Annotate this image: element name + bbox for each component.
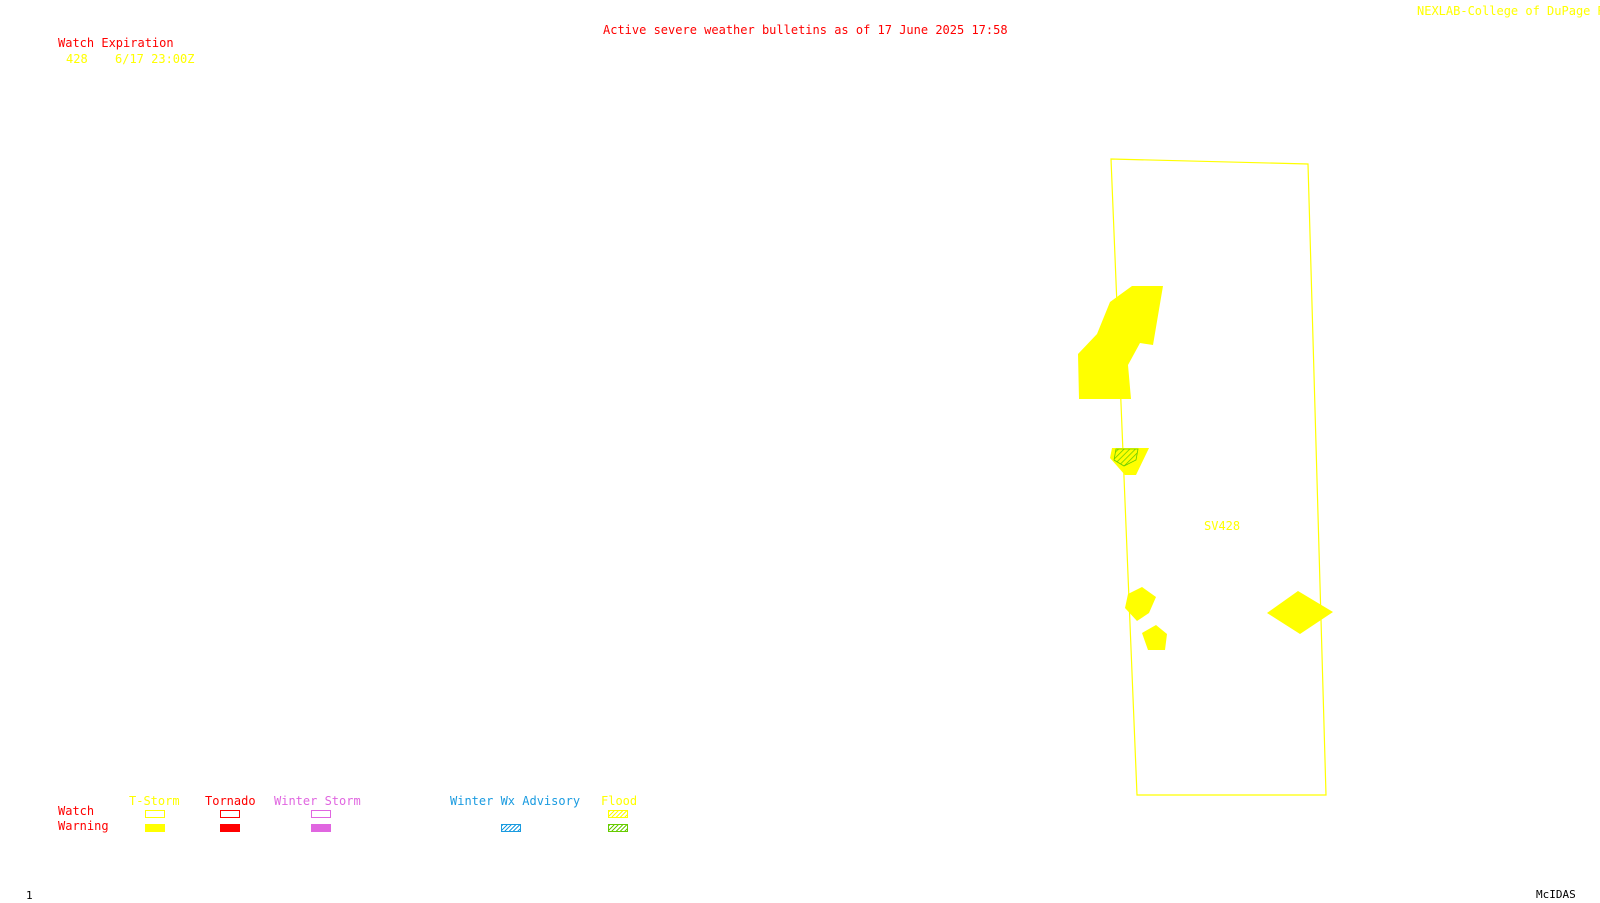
legend-tstorm-watch-swatch bbox=[145, 810, 165, 818]
tstorm-warning-polygon[interactable] bbox=[1142, 625, 1167, 650]
legend-winter-storm-watch-swatch bbox=[311, 810, 331, 818]
legend-winter-wx-advisory-swatch bbox=[501, 824, 521, 832]
watch-number[interactable]: 428 bbox=[66, 52, 88, 66]
tstorm-watch-polygon[interactable] bbox=[1110, 158, 1327, 796]
legend-flood-label: Flood bbox=[601, 794, 638, 808]
watch-expiration-heading: Watch Expiration bbox=[58, 36, 174, 50]
legend-winter-wx-advisory-label: Winter Wx Advisory bbox=[450, 794, 581, 808]
legend-tornado-label: Tornado bbox=[205, 794, 256, 808]
legend-tstorm-label: T-Storm bbox=[129, 794, 180, 808]
legend-row-warning: Warning bbox=[58, 819, 109, 833]
legend-flood-watch-swatch bbox=[608, 810, 628, 818]
flood-warning-polygon[interactable] bbox=[1113, 448, 1139, 467]
legend-winter-storm-label: Winter Storm bbox=[274, 794, 361, 808]
legend-tstorm-warning-swatch bbox=[145, 824, 165, 832]
legend-flood-warning-swatch bbox=[608, 824, 628, 832]
watch-expiration-time: 6/17 23:00Z bbox=[115, 52, 195, 66]
legend-row-watch: Watch bbox=[58, 804, 95, 818]
software-label: McIDAS bbox=[1536, 888, 1576, 901]
page-title: Active severe weather bulletins as of 17… bbox=[603, 23, 1008, 37]
tstorm-warning-polygon[interactable] bbox=[1125, 587, 1156, 621]
watch-polygon-label[interactable]: SV428 bbox=[1204, 519, 1241, 533]
tstorm-warning-polygon[interactable] bbox=[1078, 286, 1163, 399]
legend-winter-storm-warning-swatch bbox=[311, 824, 331, 832]
legend-tornado-watch-swatch bbox=[220, 810, 240, 818]
legend-tornado-warning-swatch bbox=[220, 824, 240, 832]
frame-number: 1 bbox=[26, 889, 33, 902]
tstorm-warning-polygon[interactable] bbox=[1267, 591, 1333, 634]
credit-label: NEXLAB-College of DuPage R bbox=[1417, 4, 1600, 18]
